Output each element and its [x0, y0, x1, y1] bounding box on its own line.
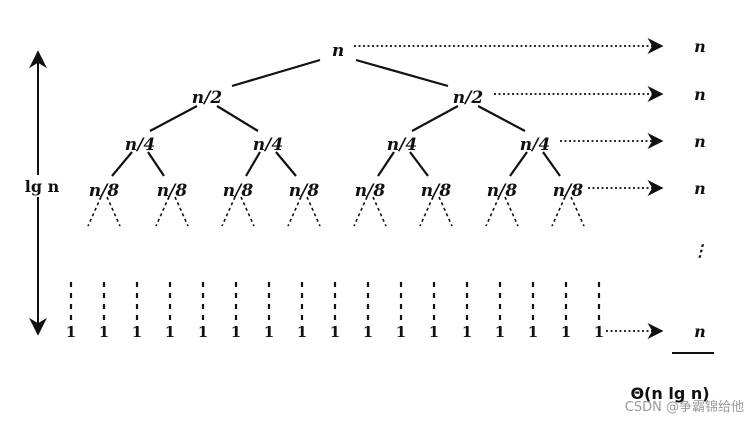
tree-edge-dashed: [287, 196, 302, 227]
tree-edge-dashed: [221, 196, 236, 227]
tree-edge-dashed: [570, 196, 585, 227]
tree-edge-dashed: [240, 196, 255, 227]
tree-edge-dashed: [485, 196, 500, 227]
tree-edge-dashed: [306, 196, 321, 227]
tree-leaf: 1: [231, 323, 241, 341]
tree-edge: [147, 151, 165, 177]
tree-node-level3: n/8: [89, 181, 120, 201]
tree-node-level3: n/8: [553, 181, 584, 201]
tree-leaf: 1: [264, 323, 274, 341]
watermark-text: CSDN @争霸锦给他: [625, 400, 744, 415]
tree-leaf: 1: [429, 323, 439, 341]
tree-edge: [377, 151, 395, 177]
tree-node-level3: n/8: [421, 181, 452, 201]
level-cost-label: n: [694, 179, 706, 198]
tree-edge-dashed: [438, 196, 453, 227]
tree-edge-dashed: [106, 196, 121, 227]
tree-leaf: 1: [594, 323, 604, 341]
tree-edge: [231, 58, 321, 88]
tree-edge-dashed: [551, 196, 566, 227]
tree-edge: [149, 105, 198, 132]
tree-edge-dashed: [155, 196, 170, 227]
tree-node-level3: n/8: [355, 181, 386, 201]
tree-edge: [216, 105, 259, 132]
tree-node-level1: n/2: [453, 88, 484, 108]
tree-leaf: 1: [363, 323, 373, 341]
tree-edge-dashed: [87, 196, 102, 227]
height-label: lg n: [25, 177, 60, 196]
tree-edge: [355, 58, 449, 88]
tree-node-level3: n/8: [157, 181, 188, 201]
level-cost-label: n: [694, 85, 706, 104]
tree-node-level3: n/8: [487, 181, 518, 201]
tree-edge: [542, 151, 561, 177]
tree-leaf: 1: [462, 323, 472, 341]
tree-node-level2: n/4: [520, 135, 550, 155]
tree-edge: [409, 151, 429, 177]
tree-node-root: n: [332, 41, 344, 61]
tree-node-level3: n/8: [223, 181, 254, 201]
tree-edge-dashed: [419, 196, 434, 227]
tree-node-level3: n/8: [289, 181, 320, 201]
tree-leaf: 1: [99, 323, 109, 341]
tree-edge-dashed: [372, 196, 387, 227]
level-cost-label: n: [694, 37, 706, 56]
tree-leaf: 1: [132, 323, 142, 341]
tree-node-level2: n/4: [125, 135, 155, 155]
tree-edge-dashed: [353, 196, 368, 227]
tree-edge: [275, 151, 297, 177]
tree-leaf: 1: [198, 323, 208, 341]
tree-edge-dashed: [504, 196, 519, 227]
tree-leaf: 1: [66, 323, 76, 341]
tree-edge: [245, 151, 261, 177]
tree-edge: [509, 151, 528, 177]
level-cost-label: n: [694, 132, 706, 151]
tree-edge-dashed: [174, 196, 189, 227]
tree-leaf: 1: [396, 323, 406, 341]
tree-edge: [411, 105, 459, 132]
tree-leaf: 1: [528, 323, 538, 341]
tree-leaf: 1: [297, 323, 307, 341]
tree-node-level1: n/2: [192, 88, 223, 108]
tree-edge: [111, 151, 133, 177]
level-cost-label: n: [694, 322, 706, 341]
total-cost-label: Θ(n lg n): [630, 384, 709, 403]
level-cost-label: ⋮: [692, 241, 708, 260]
tree-leaf: 1: [495, 323, 505, 341]
tree-node-level2: n/4: [387, 135, 417, 155]
tree-edge: [477, 105, 526, 132]
tree-node-level2: n/4: [253, 135, 283, 155]
tree-leaf: 1: [330, 323, 340, 341]
tree-leaf: 1: [165, 323, 175, 341]
tree-leaf: 1: [561, 323, 571, 341]
